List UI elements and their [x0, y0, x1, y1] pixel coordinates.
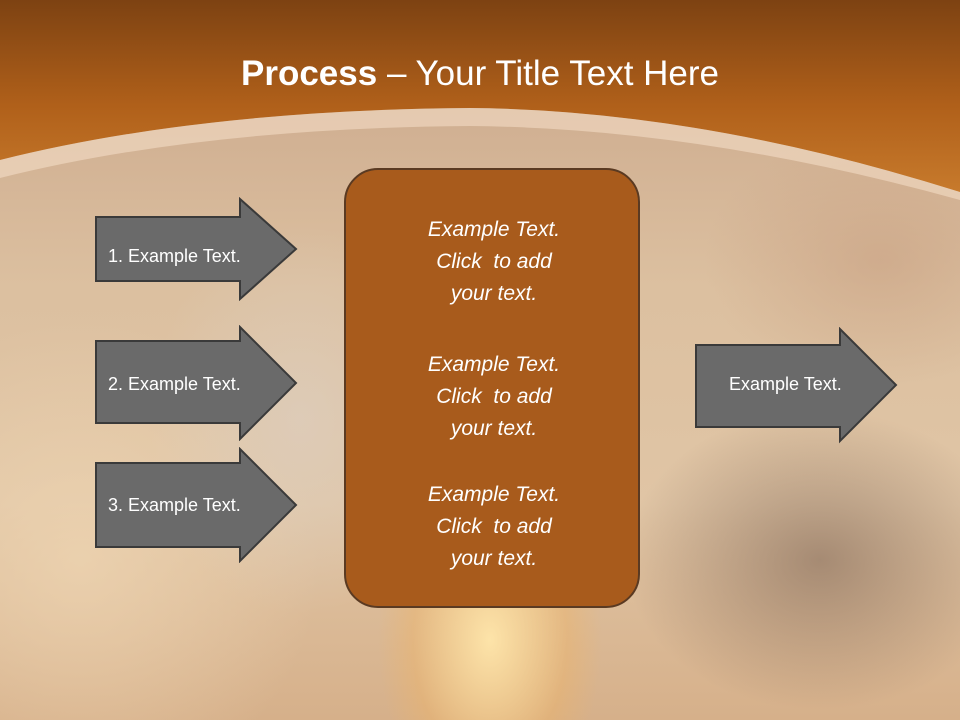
arrow-shape-right[interactable] [694, 327, 900, 445]
center-text-box[interactable]: Example Text. Click to add your text. Ex… [344, 168, 640, 608]
text-block-2: Example Text. Click to add your text. [346, 349, 642, 445]
block-line: your text. [450, 547, 538, 570]
arrow-shape-2[interactable] [94, 325, 300, 441]
block-line: Click to add [436, 385, 552, 408]
arrow-shape-3[interactable] [94, 447, 300, 563]
block-line: Click to add [436, 515, 552, 538]
text-block-3: Example Text. Click to add your text. [346, 479, 642, 575]
arrow-label-right: Example Text. [729, 374, 842, 394]
title-bold: Process [241, 54, 378, 93]
block-line: Example Text. [427, 483, 561, 506]
block-line: Click to add [436, 250, 552, 273]
arrow-label-3: 3. Example Text. [108, 495, 241, 515]
arrow-label-1: 1. Example Text. [108, 246, 241, 266]
block-line: Example Text. [427, 218, 561, 241]
block-line: Example Text. [427, 353, 561, 376]
title-text: – Your Title Text Here [377, 54, 719, 93]
block-line: your text. [450, 417, 538, 440]
text-block-1: Example Text. Click to add your text. [346, 214, 642, 310]
arrow-shape-1[interactable] [94, 197, 300, 301]
arrow-label-2: 2. Example Text. [108, 374, 241, 394]
slide-title[interactable]: Process – Your Title Text Here [0, 52, 960, 96]
block-line: your text. [450, 282, 538, 305]
